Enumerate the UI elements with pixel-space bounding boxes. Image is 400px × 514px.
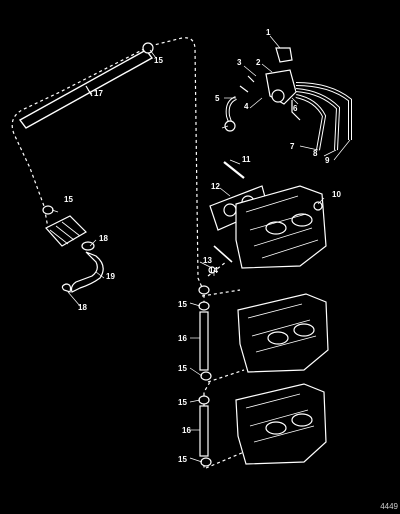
fuel-line-segments <box>198 245 233 467</box>
fuel-route-dashed-line <box>11 37 245 469</box>
carburetor-lower <box>235 383 327 465</box>
fuel-fitting-hose <box>61 241 104 293</box>
mounting-bolt <box>223 161 245 179</box>
hose-clamp <box>42 205 54 215</box>
fuel-hose-long <box>18 42 154 129</box>
callout-14: 14 <box>209 266 218 275</box>
callout-9: 9 <box>325 156 330 165</box>
callout-18-fitting: 18 <box>99 234 108 243</box>
callout-16-fuel-line-upper: 16 <box>178 334 187 343</box>
callout-1: 1 <box>266 28 271 37</box>
callout-12: 12 <box>211 182 220 191</box>
callout-2: 2 <box>256 58 261 67</box>
callout-8: 8 <box>313 149 318 158</box>
callout-4: 4 <box>244 102 249 111</box>
callout-16-fuel-line-lower: 16 <box>182 426 191 435</box>
callout-15-fitting-3: 15 <box>178 398 187 407</box>
fuel-valve-assembly <box>224 47 352 151</box>
callout-15-fitting-1: 15 <box>178 300 187 309</box>
callout-19: 19 <box>106 272 115 281</box>
carburetor-upper <box>235 185 327 269</box>
callout-15-fitting-2: 15 <box>178 364 187 373</box>
callout-15-fitting-4: 15 <box>178 455 187 464</box>
callout-leader-lines <box>51 35 351 463</box>
callout-17: 17 <box>94 89 103 98</box>
callout-6: 6 <box>293 104 298 113</box>
callout-3: 3 <box>237 58 242 67</box>
callout-7: 7 <box>290 142 295 151</box>
callout-13: 13 <box>203 256 212 265</box>
callout-11: 11 <box>242 155 251 164</box>
callout-10: 10 <box>332 190 341 199</box>
callout-18-clamp: 18 <box>78 303 87 312</box>
callout-5: 5 <box>215 94 220 103</box>
callout-15-hose-clamp-left: 15 <box>64 195 73 204</box>
carburetor-middle <box>237 293 329 373</box>
figure-id: 4449 <box>380 502 398 511</box>
callout-15-hose-clamp-top: 15 <box>154 56 163 65</box>
fuel-pump-block <box>45 215 87 247</box>
